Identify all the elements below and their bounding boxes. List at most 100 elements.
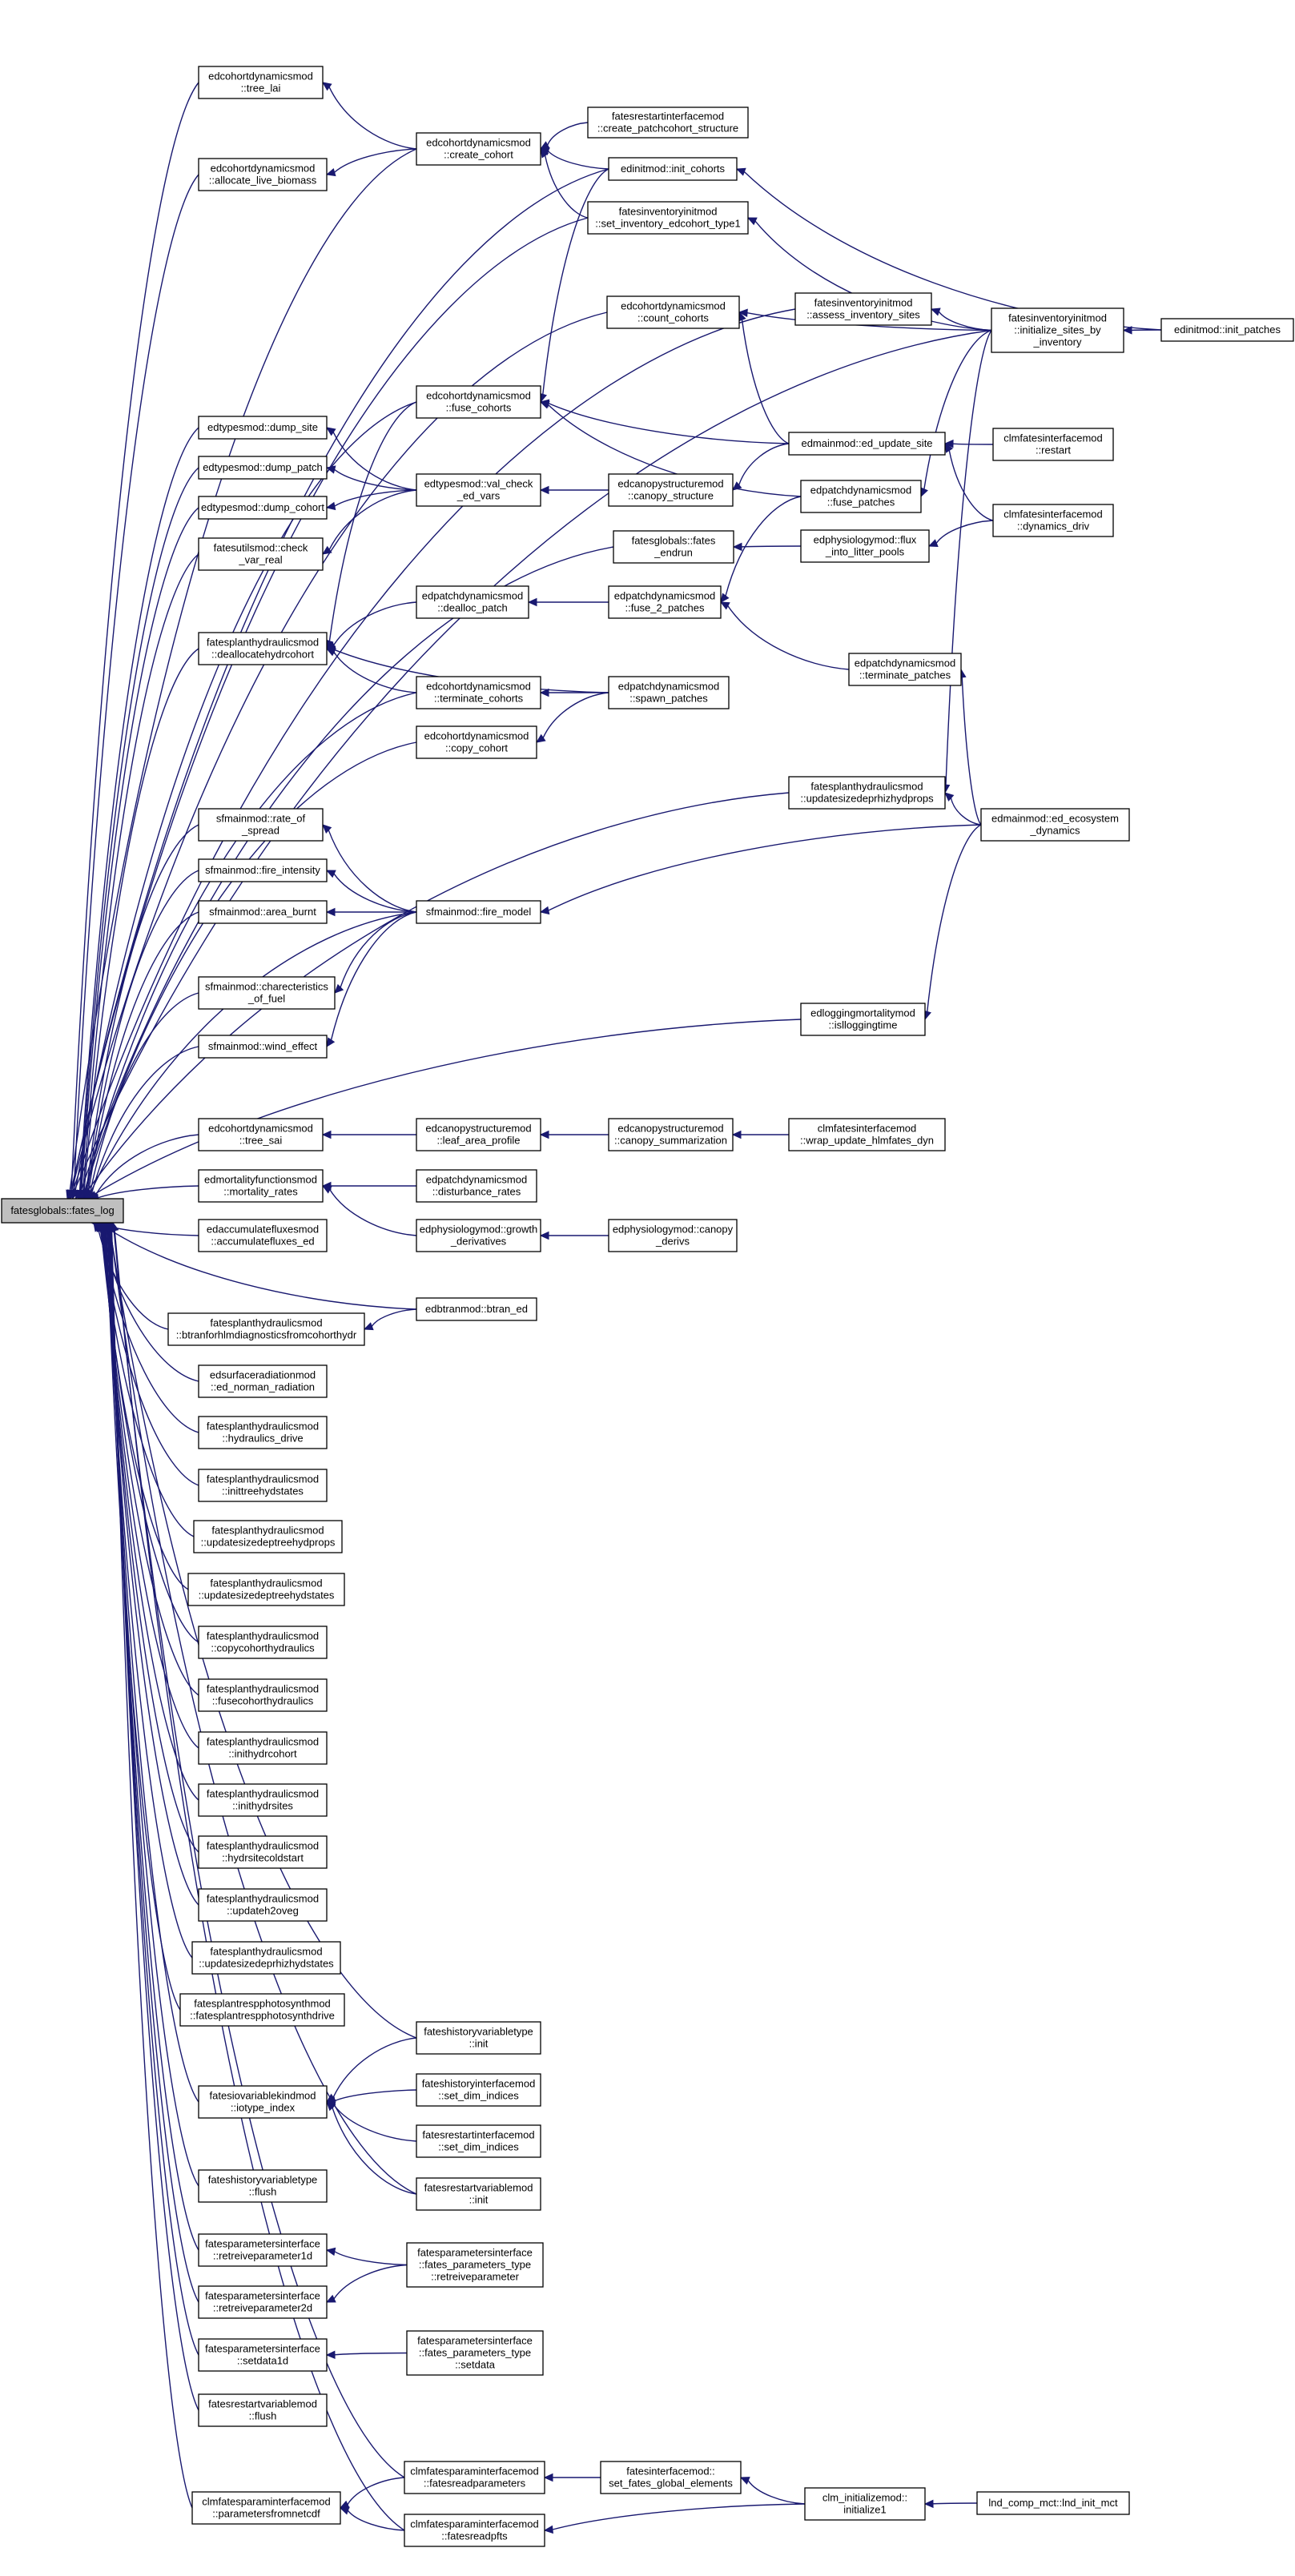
function-node[interactable]: clmfatesinterfacemod::dynamics_driv — [992, 504, 1114, 537]
call-edge — [339, 2477, 405, 2509]
call-edge — [543, 2473, 601, 2482]
function-node[interactable]: edcanopystructuremod::canopy_structure — [608, 473, 734, 507]
function-node[interactable]: edtypesmod::dump_site — [198, 416, 328, 440]
function-node[interactable]: clmfatesparaminterfacemod::fatesreadpfts — [404, 2514, 545, 2547]
function-node[interactable]: sfmainmod::fire_intensity — [198, 858, 328, 882]
function-node[interactable]: edsurfaceradiationmod::ed_norman_radiati… — [198, 1364, 328, 1398]
function-node[interactable]: edpatchdynamicsmod::fuse_patches — [800, 480, 922, 513]
function-node[interactable]: fatesplanthydraulicsmod::updateh2oveg — [198, 1888, 328, 1922]
function-node[interactable]: fatesiovariablekindmod::iotype_index — [198, 2085, 328, 2119]
function-node[interactable]: fatesplanthydraulicsmod::inithydrsites — [198, 1783, 328, 1817]
function-node[interactable]: edmainmod::ed_update_site — [788, 432, 946, 456]
function-node[interactable]: edphysiologymod::canopy_derivs — [608, 1219, 738, 1252]
function-node[interactable]: fatesinventoryinitmod::set_inventory_edc… — [587, 201, 749, 235]
function-node[interactable]: edbtranmod::btran_ed — [416, 1297, 537, 1321]
function-node[interactable]: fatesparametersinterface::retreiveparame… — [198, 2233, 328, 2267]
node-box — [198, 632, 328, 665]
function-node[interactable]: edmortalityfunctionsmod::mortality_rates — [198, 1169, 324, 1203]
function-node[interactable]: edinitmod::init_patches — [1160, 318, 1294, 342]
function-node[interactable]: fateshistoryvariabletype::init — [416, 2021, 541, 2055]
function-node[interactable]: edtypesmod::val_check_ed_vars — [416, 473, 541, 507]
function-node[interactable]: fatesparametersinterface::retreiveparame… — [198, 2285, 328, 2319]
function-node[interactable]: clmfatesparaminterfacemod::parametersfro… — [191, 2491, 341, 2525]
function-node[interactable]: fatesparametersinterface::setdata1d — [198, 2338, 328, 2372]
node-label: fatesutilsmod::check — [214, 542, 308, 554]
edge-line — [329, 1189, 417, 1236]
node-label: _var_real — [238, 554, 282, 566]
function-node[interactable]: fatesinventoryinitmod::assess_inventory_… — [794, 292, 932, 326]
function-node[interactable]: fatesrestartinterfacemod::set_dim_indice… — [416, 2124, 541, 2158]
function-node[interactable]: edtypesmod::dump_cohort — [198, 496, 328, 520]
function-node[interactable]: fateshistoryvariabletype::flush — [198, 2169, 328, 2203]
function-node[interactable]: edcohortdynamicsmod::count_cohorts — [606, 295, 740, 329]
function-node[interactable]: sfmainmod::wind_effect — [198, 1035, 328, 1059]
function-node[interactable]: sfmainmod::charecteristics_of_fuel — [198, 976, 336, 1010]
function-node[interactable]: edcohortdynamicsmod::tree_lai — [198, 66, 324, 99]
function-node[interactable]: edphysiologymod::flux_into_litter_pools — [800, 529, 930, 563]
function-node[interactable]: clm_initializemod::initialize1 — [804, 2487, 926, 2521]
function-node[interactable]: edinitmod::init_cohorts — [608, 157, 738, 181]
function-node[interactable]: fatesplanthydraulicsmod::copycohorthydra… — [198, 1626, 328, 1659]
call-edge — [325, 2350, 408, 2360]
function-node[interactable]: fatesutilsmod::check_var_real — [198, 537, 324, 571]
function-node[interactable]: fatesinventoryinitmod::initialize_sites_… — [991, 307, 1124, 353]
function-node[interactable]: fatesplanthydraulicsmod::inithydrcohort — [198, 1731, 328, 1765]
function-node[interactable]: fatesplantrespphotosynthmod::fatesplantr… — [179, 1993, 345, 2027]
function-node[interactable]: fatesrestartvariablemod::flush — [198, 2393, 328, 2427]
function-node[interactable]: fatesparametersinterface::fates_paramete… — [406, 2330, 544, 2376]
function-node[interactable]: fatesglobals::fates_endrun — [613, 530, 734, 564]
edge-line — [328, 401, 417, 641]
function-node[interactable]: edpatchdynamicsmod::dealloc_patch — [416, 585, 529, 619]
function-node[interactable]: sfmainmod::area_burnt — [198, 900, 328, 924]
function-node[interactable]: fatesinterfacemod::set_fates_global_elem… — [600, 2461, 742, 2494]
function-node[interactable]: fatesplanthydraulicsmod::updatesizedeptr… — [187, 1573, 345, 1606]
function-node[interactable]: edcohortdynamicsmod::fuse_cohorts — [416, 385, 541, 419]
node-label: fatesinventoryinitmod — [619, 206, 718, 218]
function-node[interactable]: edcohortdynamicsmod::create_cohort — [416, 132, 541, 166]
function-node[interactable]: sfmainmod::fire_model — [416, 900, 541, 924]
function-node[interactable]: edaccumulatefluxesmod::accumulatefluxes_… — [198, 1219, 328, 1252]
function-node[interactable]: fatesplanthydraulicsmod::inittreehydstat… — [198, 1469, 328, 1502]
function-node[interactable]: clmfatesparaminterfacemod::fatesreadpara… — [404, 2461, 545, 2494]
function-node[interactable]: edcohortdynamicsmod::tree_sai — [198, 1118, 324, 1151]
function-node[interactable]: sfmainmod::rate_of_spread — [198, 808, 324, 842]
call-edge — [539, 400, 802, 497]
function-node[interactable]: edpatchdynamicsmod::terminate_patches — [848, 653, 962, 686]
function-node[interactable]: fateshistoryinterfacemod::set_dim_indice… — [416, 2073, 541, 2107]
call-edge — [326, 427, 417, 491]
function-node[interactable]: fatesplanthydraulicsmod::btranforhlmdiag… — [167, 1312, 365, 1346]
function-node[interactable]: edcanopystructuremod::canopy_summarizati… — [608, 1118, 734, 1151]
node-box — [406, 2330, 544, 2376]
function-node[interactable]: fatesplanthydraulicsmod::updatesizedeprh… — [191, 1941, 341, 1975]
function-node[interactable]: lnd_comp_mct::lnd_init_mct — [976, 2491, 1130, 2515]
function-node[interactable]: edpatchdynamicsmod::spawn_patches — [608, 676, 730, 709]
call-edge — [78, 553, 199, 1200]
call-edge — [540, 147, 589, 219]
function-node[interactable]: fatesplanthydraulicsmod::deallocatehydrc… — [198, 632, 328, 665]
node-box — [991, 307, 1124, 353]
function-node[interactable]: fatesparametersinterface::fates_paramete… — [406, 2242, 544, 2288]
edge-line — [332, 2037, 417, 2098]
function-node[interactable]: edmainmod::ed_ecosystem_dynamics — [980, 808, 1130, 842]
function-node[interactable]: edpatchdynamicsmod::disturbance_rates — [416, 1169, 537, 1203]
function-node[interactable]: fatesplanthydraulicsmod::hydrsitecoldsta… — [198, 1835, 328, 1869]
node-box — [198, 2169, 328, 2203]
function-node[interactable]: edcanopystructuremod::leaf_area_profile — [416, 1118, 541, 1151]
function-node[interactable]: fatesrestartinterfacemod::create_patchco… — [587, 106, 749, 139]
function-node[interactable]: fatesplanthydraulicsmod::updatesizedeprh… — [788, 776, 946, 810]
root-node[interactable]: fatesglobals::fates_log — [1, 1198, 124, 1224]
function-node[interactable]: clmfatesinterfacemod::wrap_update_hlmfat… — [788, 1118, 946, 1151]
function-node[interactable]: edtypesmod::dump_patch — [198, 456, 328, 480]
function-node[interactable]: fatesrestartvariablemod::init — [416, 2177, 541, 2211]
function-node[interactable]: edcohortdynamicsmod::allocate_live_bioma… — [198, 158, 328, 191]
function-node[interactable]: edpatchdynamicsmod::fuse_2_patches — [608, 585, 722, 619]
function-node[interactable]: edcohortdynamicsmod::copy_cohort — [416, 725, 537, 759]
function-node[interactable]: clmfatesinterfacemod::restart — [992, 428, 1114, 461]
function-node[interactable]: edphysiologymod::growth_derivatives — [416, 1219, 541, 1252]
function-node[interactable]: fatesplanthydraulicsmod::fusecohorthydra… — [198, 1678, 328, 1712]
arrowhead-icon — [539, 688, 549, 697]
function-node[interactable]: edloggingmortalitymod::islloggingtime — [800, 1003, 926, 1036]
function-node[interactable]: fatesplanthydraulicsmod::updatesizedeptr… — [193, 1520, 343, 1553]
function-node[interactable]: edcohortdynamicsmod::terminate_cohorts — [416, 676, 541, 709]
function-node[interactable]: fatesplanthydraulicsmod::hydraulics_driv… — [198, 1416, 328, 1449]
